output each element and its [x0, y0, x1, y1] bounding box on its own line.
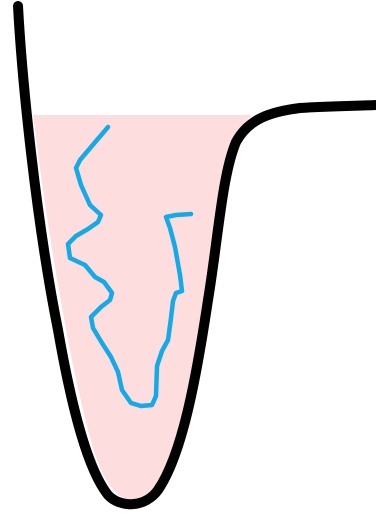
well-fill-region [33, 115, 252, 500]
